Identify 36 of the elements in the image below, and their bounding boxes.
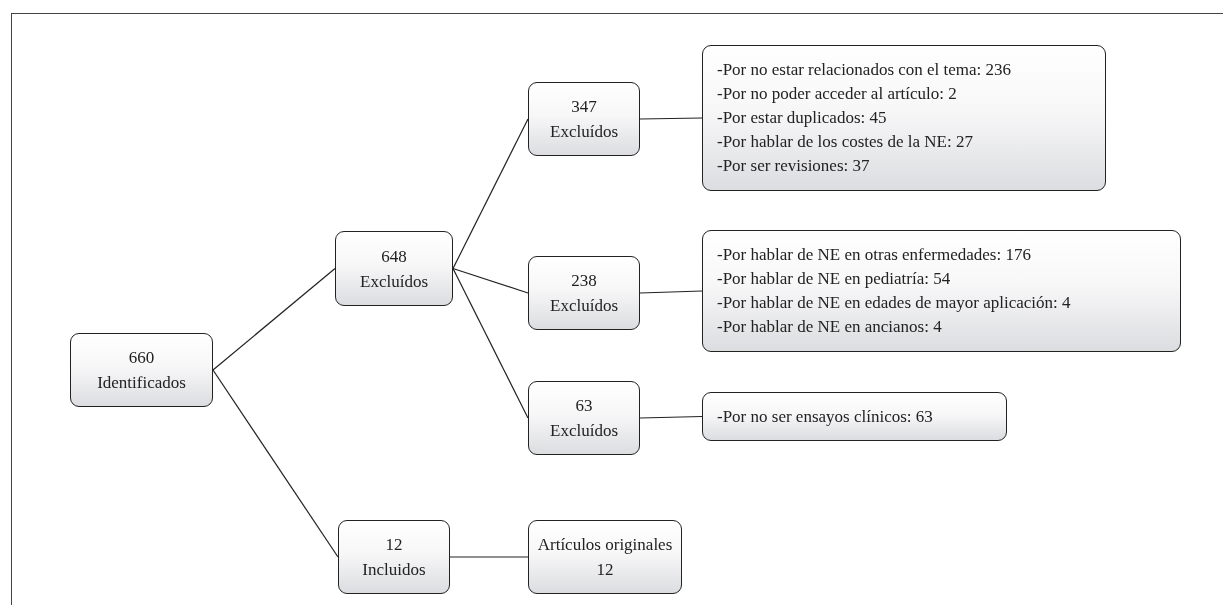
connector-line: [452, 267, 529, 294]
list-item: -Por hablar de los costes de la NE: 27: [717, 131, 973, 153]
process-box: [528, 82, 640, 156]
connector-line: [452, 267, 529, 419]
list-item: -Por hablar de NE en pediatría: 54: [717, 268, 951, 290]
reason-list-box: [702, 45, 1106, 191]
list-item: -Por hablar de NE en ancianos: 4: [717, 316, 942, 338]
box-label: 660 Identificados: [97, 347, 186, 394]
box-label: 12 Incluidos: [362, 534, 426, 581]
process-box: [338, 520, 450, 594]
reason-list-box: [702, 392, 1007, 441]
connector-line: [639, 415, 703, 419]
box-label: 347 Excluídos: [550, 96, 618, 143]
process-box: [528, 520, 682, 594]
list-item: -Por no estar relacionados con el tema: 236: [717, 59, 1012, 81]
box-label: Artículos originales 12: [536, 534, 674, 581]
list-item: -Por ser revisiones: 37: [717, 155, 870, 177]
process-box: [335, 231, 453, 306]
list-item: -Por no ser ensayos clínicos: 63: [717, 405, 933, 428]
connector-line: [639, 117, 703, 120]
process-box: [70, 333, 213, 407]
connector-line: [212, 267, 336, 371]
connector-line: [639, 290, 703, 294]
reason-list-box: [702, 230, 1181, 352]
list-item: -Por hablar de NE en edades de mayor aplicación: 4: [717, 292, 1071, 314]
connector-line: [449, 556, 529, 558]
box-label: 238 Excluídos: [550, 270, 618, 317]
list-item: -Por hablar de NE en otras enfermedades: 176: [717, 244, 1031, 266]
connector-line: [452, 118, 529, 270]
process-box: [528, 381, 640, 455]
box-label: 648 Excluídos: [360, 245, 428, 293]
connector-line: [212, 369, 339, 558]
list-item: -Por estar duplicados: 45: [717, 107, 887, 129]
list-item: -Por no poder acceder al artículo: 2: [717, 83, 957, 105]
box-label: 63 Excluídos: [550, 395, 618, 442]
process-box: [528, 256, 640, 330]
